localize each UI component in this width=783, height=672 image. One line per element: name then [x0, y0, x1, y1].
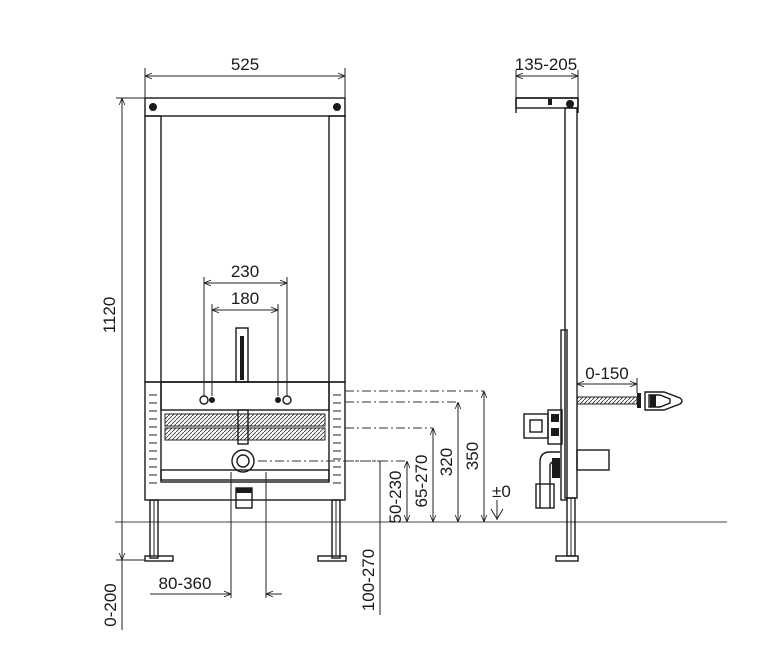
drain-depth-label: 100-270 [359, 549, 378, 611]
projection-lines [258, 390, 484, 462]
dim-height: 1120 [100, 97, 145, 561]
dim-drain-offset: 80-360 [150, 472, 282, 598]
dim-drain-height: 50-230 [386, 461, 407, 523]
floor-level-label: ±0 [492, 482, 511, 501]
outer-spacing-label: 230 [231, 262, 259, 281]
dim-depth: 135-205 [515, 55, 579, 98]
drain-height-label: 50-230 [386, 471, 405, 524]
dim-rod: 0-150 [576, 364, 638, 398]
front-frame [144, 97, 347, 562]
dim-drain-depth: 100-270 [359, 461, 381, 615]
depth-label: 135-205 [515, 55, 577, 74]
dim-supply-lower: 65-270 [412, 428, 433, 522]
width-label: 525 [231, 55, 259, 74]
height-label: 1120 [100, 297, 119, 334]
supply-350-label: 350 [463, 442, 482, 470]
floor-level-marker: ±0 [490, 482, 511, 520]
supply-320-label: 320 [437, 448, 456, 476]
dim-supply-320: 320 [437, 402, 458, 522]
floor-offset-label: 0-200 [101, 583, 120, 626]
dim-width: 525 [144, 55, 346, 98]
rod-label: 0-150 [585, 364, 628, 383]
dim-supply-350: 350 [463, 391, 484, 522]
drain-offset-label: 80-360 [159, 574, 212, 593]
dim-outer-spacing: 230 [203, 262, 288, 396]
inner-spacing-label: 180 [231, 289, 259, 308]
dim-floor-offset: 0-200 [101, 522, 123, 630]
side-frame [515, 97, 683, 562]
dim-inner-spacing: 180 [211, 289, 279, 396]
supply-lower-label: 65-270 [412, 455, 431, 508]
